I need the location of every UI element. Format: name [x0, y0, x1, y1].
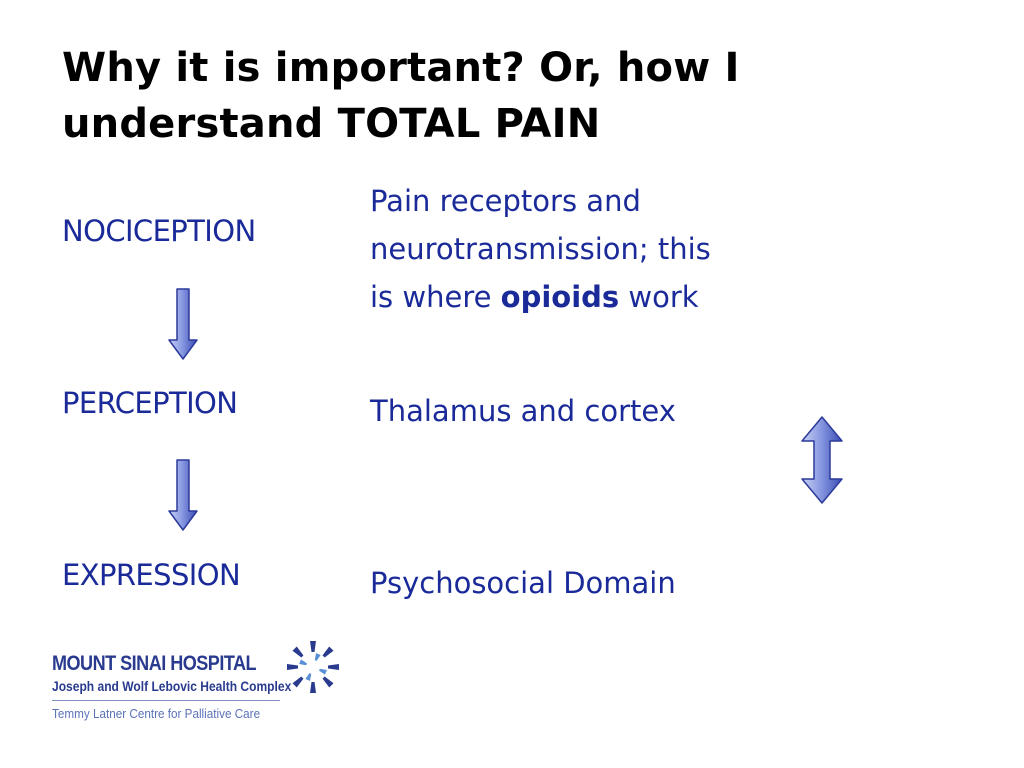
slide-title: Why it is important? Or, how I understan…	[62, 45, 740, 147]
level-expression: EXPRESSION	[62, 558, 241, 592]
perception-description: Thalamus and cortex	[370, 394, 676, 428]
logo-centre-name: Temmy Latner Centre for Palliative Care	[52, 706, 261, 721]
star-logo-icon	[287, 641, 339, 693]
double-arrow-icon	[801, 416, 843, 504]
expression-description: Psychosocial Domain	[370, 566, 676, 600]
logo-hospital-name: MOUNT SINAI HOSPITAL	[52, 652, 257, 675]
line-prefix: is where	[370, 280, 501, 314]
down-arrow-icon	[168, 459, 198, 531]
line-suffix: work	[619, 280, 699, 314]
down-arrow-icon	[168, 288, 198, 360]
level-perception: PERCEPTION	[62, 386, 238, 420]
nociception-description-line: neurotransmission; this	[370, 232, 711, 266]
logo-subtitle: Joseph and Wolf Lebovic Health Complex	[52, 678, 292, 694]
opioids-emphasis: opioids	[500, 280, 620, 314]
hospital-logo: MOUNT SINAI HOSPITAL Joseph and Wolf Leb…	[50, 640, 340, 726]
nociception-description-line: is where opioids work	[370, 273, 711, 321]
nociception-description: Pain receptors and neurotransmission; th…	[370, 177, 711, 321]
nociception-description-line: Pain receptors and	[370, 184, 641, 218]
level-nociception: NOCICEPTION	[62, 214, 256, 248]
logo-divider	[52, 700, 280, 701]
